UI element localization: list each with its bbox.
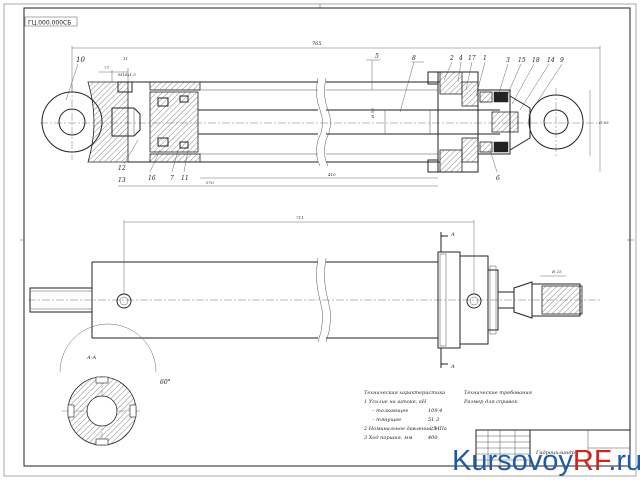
callout-6: 6 [496,175,500,182]
title-block: Гидроцилиндр [475,429,631,467]
port-front [466,293,482,309]
callout-8: 8 [412,55,416,62]
dimensions-top: 765 77 М16х1,5 11 410 570 Ø 65 Ø 50 [71,41,609,187]
watermark: KursovoyRF.ru [452,445,640,477]
dim-height: Ø 65 [598,120,609,125]
tech-char-title: Техническая характеристика [364,390,445,396]
section-bore [86,395,118,427]
port-rear [116,293,132,309]
tech-characteristics: Техническая характеристика 1 Усилие на ш… [363,390,447,441]
exterior-view: А А 711 Ø 25 [28,215,600,370]
tech-line-5-value: 400 [427,435,438,441]
stamp-code: ГЦ.000.000СБ [28,20,71,27]
dim-lower-length: 711 [296,215,304,220]
dim-left: 11 [123,56,128,61]
tech-line-2-label: – толкающее [372,408,408,414]
callout-17: 17 [468,55,476,62]
rear-cover [87,81,129,163]
dim-overall: 765 [312,41,322,47]
callout-11: 11 [181,175,189,182]
section-a-a: А-А 60° [59,323,171,446]
callout-10: 10 [76,56,85,64]
callout-9: 9 [560,57,564,64]
angle-label: 60° [160,379,171,386]
callout-15: 15 [518,57,526,64]
callout-1: 1 [483,55,487,62]
tech-line-3-label: – тянущее [372,417,401,423]
piston [149,91,199,153]
callout-7: 7 [170,175,174,182]
callout-14: 14 [547,57,555,64]
tech-line-1-label: 1 Усилие на штоке, кН [364,399,427,405]
tech-req-line-1: Размер для справок [463,399,517,405]
callout-13: 13 [118,177,126,184]
section-label: А-А [86,355,96,361]
callouts-top: 5 8 2 4 17 1 3 15 18 14 9 10 12 13 16 7 … [65,53,564,184]
tech-line-3-value: 51,3 [428,417,439,423]
tech-line-4-value: 25 [429,426,436,432]
dim-cyl: 570 [206,180,214,185]
dim-mount: 77 [104,65,110,70]
main-view-section [40,68,600,173]
dim-bore: Ø 50 [370,108,375,119]
cut-mark-bottom: А [450,364,455,370]
callout-4: 4 [458,55,463,62]
dim-port: М16х1,5 [117,72,136,77]
inner-frame [23,7,631,467]
callout-18: 18 [532,57,540,64]
watermark-text: KursovoyRF.ru [452,445,640,477]
callout-16: 16 [148,175,156,182]
callout-3: 3 [506,57,510,64]
dim-pin: Ø 25 [551,269,562,274]
title-block-name: Гидроцилиндр [535,450,575,456]
tech-line-2-value: 109,4 [428,408,442,414]
tech-line-4-label: 2 Номинальное давление, МПа [363,426,447,432]
callout-5: 5 [375,53,379,60]
cut-mark-top: А [450,232,455,238]
dim-stroke: 410 [327,172,336,177]
callout-2: 2 [449,55,454,62]
callout-12: 12 [118,165,126,172]
tech-requirements: Технические требования Размер для справо… [463,389,532,405]
stamp-box [24,16,78,27]
tech-line-5-label: 3 Ход поршня, мм [364,435,412,441]
tech-req-title: Технические требования [464,389,532,396]
